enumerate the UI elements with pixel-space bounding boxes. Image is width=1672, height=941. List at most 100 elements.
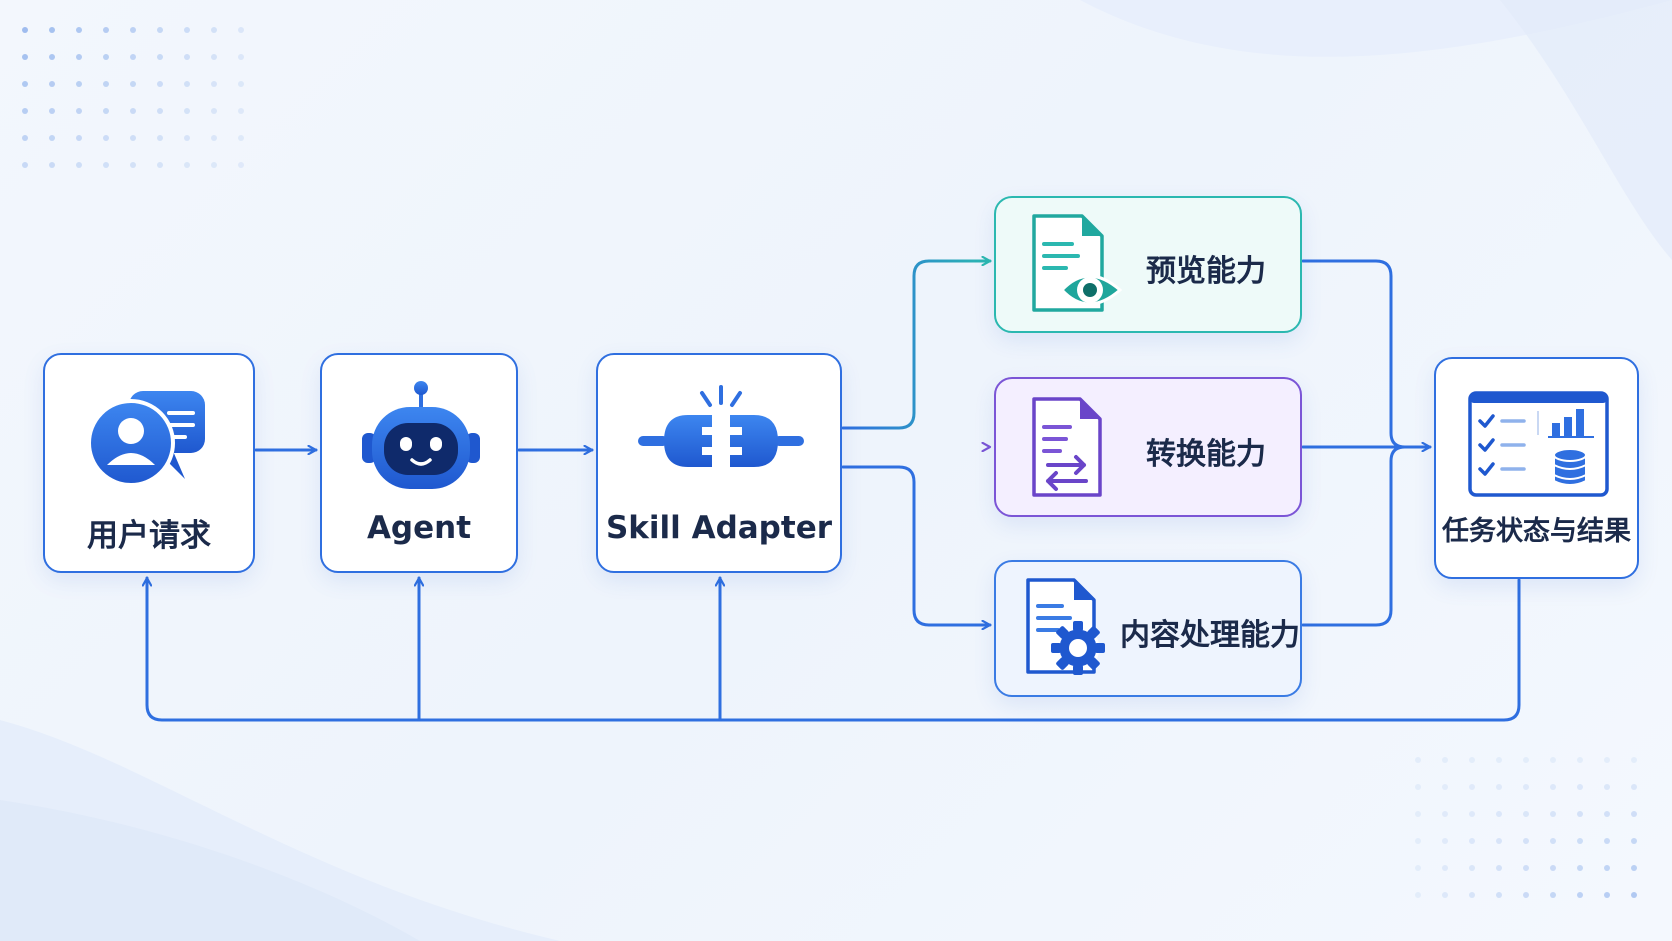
node-agent[interactable]: Agent [320,353,518,573]
decor-dot [238,135,244,141]
decor-dot [1631,757,1637,763]
decor-dot [1550,811,1556,817]
decor-dot [184,54,190,60]
decor-dot [1442,865,1448,871]
edge-preview-to-result [1301,259,1407,449]
decor-dot [130,108,136,114]
decor-dot [1415,892,1421,898]
decor-dot [1415,811,1421,817]
decor-dot [22,135,28,141]
node-preview[interactable]: 预览能力 [994,196,1302,333]
decor-dot [1523,784,1529,790]
decor-dot [184,27,190,33]
decor-dot [238,54,244,60]
node-user-request[interactable]: 用户请求 [43,353,255,573]
decor-dot [1550,865,1556,871]
decor-dot [22,54,28,60]
decor-dot [76,108,82,114]
decor-dot [49,108,55,114]
decor-dot [238,27,244,33]
decor-dot [1577,865,1583,871]
decor-dot [22,162,28,168]
decor-dot [184,162,190,168]
decor-dot [1604,757,1610,763]
decor-dot [1604,892,1610,898]
decor-dot [1577,811,1583,817]
node-agent-label: Agent [366,510,472,546]
decor-dot [211,108,217,114]
decor-dot [157,108,163,114]
decor-dot [130,135,136,141]
edge-process-to-result [1301,445,1407,627]
decor-dot [1577,892,1583,898]
decor-dot [1442,757,1448,763]
document-eye-icon [1032,214,1123,312]
decor-dot [1496,865,1502,871]
decor-dot [103,54,109,60]
decor-dot [1523,892,1529,898]
document-gear-icon [1026,578,1105,675]
decor-dot [157,54,163,60]
node-convert-label: 转换能力 [1146,437,1266,472]
decor-dot [1415,784,1421,790]
decor-dot [211,135,217,141]
decor-dot [1469,757,1475,763]
decor-dot [1577,838,1583,844]
decor-dot [130,54,136,60]
decor-dot [76,54,82,60]
decor-dot [184,81,190,87]
decor-dot [238,162,244,168]
decor-dot [49,81,55,87]
node-result-label: 任务状态与结果 [1442,516,1631,547]
decor-dot [1523,838,1529,844]
decor-dot [238,81,244,87]
decor-dot [1415,757,1421,763]
decor-dot [1631,865,1637,871]
node-skill-adapter[interactable]: Skill Adapter [596,353,842,573]
decor-dot [22,108,28,114]
decor-dot [76,81,82,87]
decor-dot [103,162,109,168]
decor-dot [49,162,55,168]
decor-dot [1550,838,1556,844]
dashboard-icon [1468,391,1609,497]
document-convert-icon [1032,397,1102,497]
decor-dot [22,81,28,87]
decor-dot [1577,757,1583,763]
decor-dot [1631,784,1637,790]
decor-dot [1604,811,1610,817]
decor-dot [1469,811,1475,817]
decor-dot [49,27,55,33]
node-process-label: 内容处理能力 [1120,618,1300,653]
decor-dot [1523,811,1529,817]
decor-dot [1469,865,1475,871]
decor-dot [1442,892,1448,898]
decor-dot [211,54,217,60]
edge-skill-to-preview [841,261,992,430]
node-result[interactable]: 任务状态与结果 [1434,357,1639,579]
decor-dot [211,27,217,33]
decor-dot [1550,784,1556,790]
decor-dot [238,108,244,114]
decor-dot [1496,892,1502,898]
decor-dot [76,162,82,168]
decor-dot [1523,757,1529,763]
decor-dot [103,81,109,87]
decor-dot [1469,784,1475,790]
node-process[interactable]: 内容处理能力 [994,560,1302,697]
decor-dot [184,108,190,114]
node-convert[interactable]: 转换能力 [994,377,1302,517]
decor-dot [1631,838,1637,844]
decor-dot [1604,838,1610,844]
decor-dot [1496,838,1502,844]
decor-dot [1442,784,1448,790]
node-user-request-label: 用户请求 [87,518,211,554]
decor-dot [1469,892,1475,898]
decor-dot [157,162,163,168]
decor-dot [1442,811,1448,817]
chat-user-icon [87,391,205,487]
decor-dot [1496,784,1502,790]
decor-dot [157,81,163,87]
decor-dot [184,135,190,141]
